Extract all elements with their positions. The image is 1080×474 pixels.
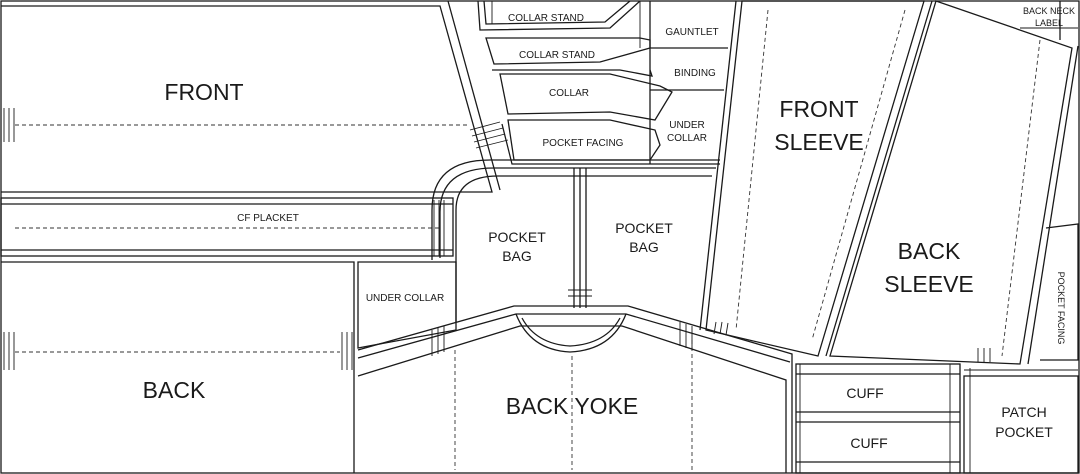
- front-piece: [1, 0, 509, 193]
- back-neck-label-piece: [1020, 1, 1078, 40]
- cuffs: [795, 363, 961, 474]
- pocket-facing-vertical-piece: [1040, 223, 1079, 361]
- label-patch-pocket-line1: PATCH: [1001, 404, 1046, 420]
- back-piece: [1, 261, 355, 473]
- label-back-sleeve-line2: SLEEVE: [884, 271, 974, 297]
- cf-placket-piece: [0, 197, 454, 257]
- front-sleeve-piece: [705, 0, 933, 357]
- label-back: BACK: [143, 377, 206, 403]
- label-front: FRONT: [164, 79, 243, 105]
- label-patch-pocket-line2: POCKET: [995, 424, 1053, 440]
- label-back-yoke: BACK YOKE: [506, 393, 639, 419]
- small-pieces-column: [650, 0, 737, 331]
- pocket-bags: [431, 159, 720, 322]
- label-under-collar-right-line1: UNDER: [669, 120, 705, 131]
- label-collar-stand-1: COLLAR STAND: [508, 13, 584, 24]
- label-front-sleeve-line2: SLEEVE: [774, 129, 864, 155]
- label-back-neck-label-line2: LABEL: [1035, 18, 1063, 28]
- label-under-collar-left: UNDER COLLAR: [366, 293, 444, 304]
- label-collar-stand-2: COLLAR STAND: [519, 50, 595, 61]
- label-pocket-bag-2-line2: BAG: [629, 239, 659, 255]
- label-under-collar-right-line2: COLLAR: [667, 133, 707, 144]
- label-back-sleeve-line1: BACK: [898, 238, 961, 264]
- under-collar-left-piece: [357, 261, 457, 349]
- label-back-neck-label-line1: BACK NECK: [1023, 6, 1075, 16]
- label-binding: BINDING: [674, 68, 716, 79]
- label-cf-placket: CF PLACKET: [237, 213, 299, 224]
- label-cuff-1: CUFF: [846, 385, 883, 401]
- back-sleeve-piece: [829, 0, 1079, 365]
- label-pocket-bag-2-line1: POCKET: [615, 220, 673, 236]
- label-collar: COLLAR: [549, 88, 589, 99]
- label-front-sleeve-line1: FRONT: [779, 96, 858, 122]
- label-pocket-facing-vertical: POCKET FACING: [1056, 272, 1066, 345]
- label-cuff-2: CUFF: [850, 435, 887, 451]
- label-pocket-bag-1-line1: POCKET: [488, 229, 546, 245]
- label-gauntlet: GAUNTLET: [665, 27, 718, 38]
- label-pocket-facing: POCKET FACING: [543, 138, 624, 149]
- patch-pocket-piece: [963, 368, 1079, 474]
- label-pocket-bag-1-line2: BAG: [502, 248, 532, 264]
- back-yoke-piece: [357, 305, 793, 473]
